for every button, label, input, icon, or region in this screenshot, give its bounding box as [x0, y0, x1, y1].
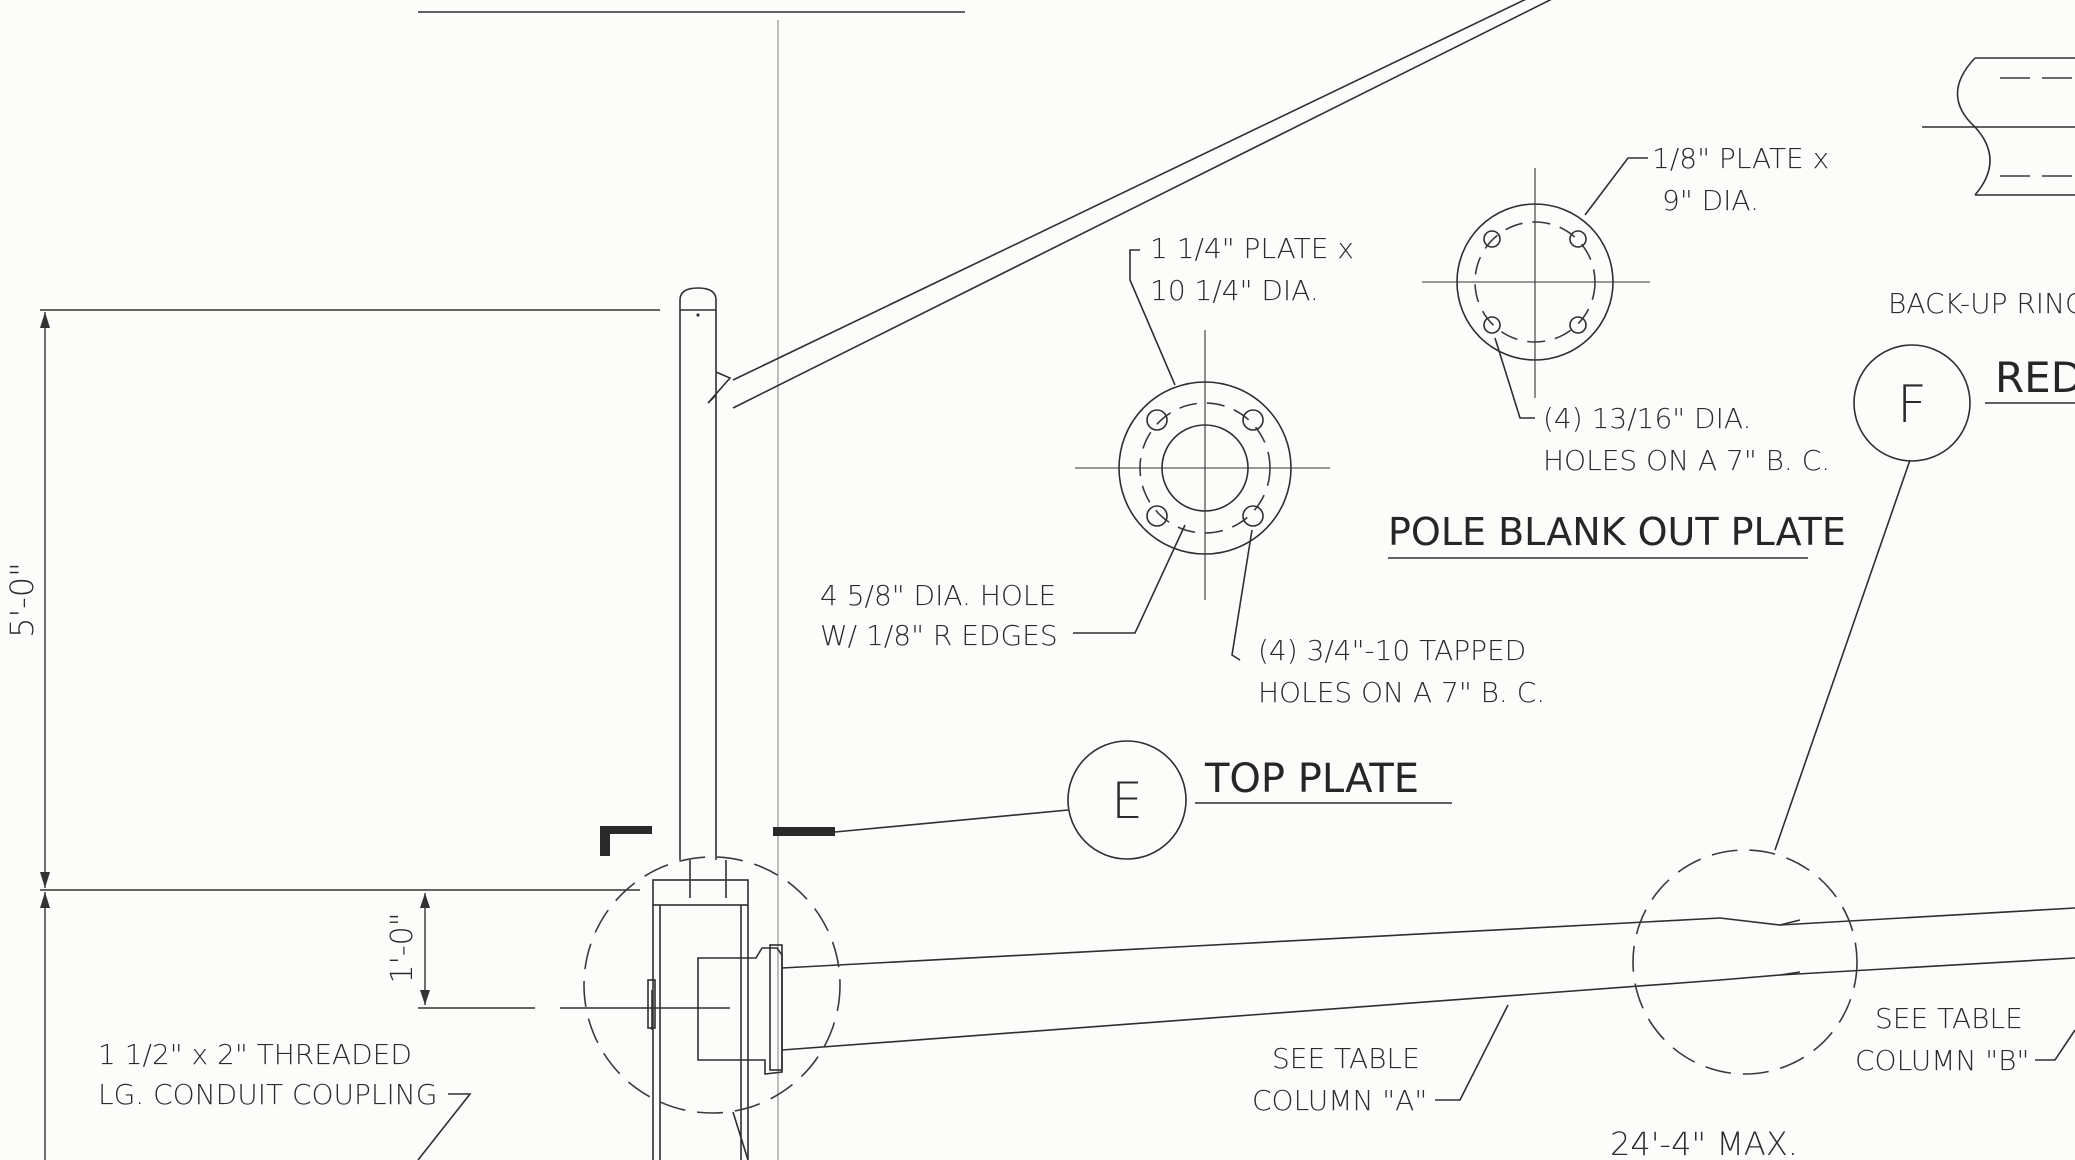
table-a-note-1: SEE TABLE — [1272, 1042, 1420, 1075]
callout-letter-e: E — [1111, 772, 1143, 830]
tapped-note-1: (4) 3/4"-10 TAPPED — [1258, 634, 1526, 667]
conduit-note-2: LG. CONDUIT COUPLING — [98, 1078, 437, 1111]
pole — [560, 287, 749, 1160]
upper-brace — [707, 0, 1552, 409]
blank-plate-note-1: 1/8" PLATE x — [1652, 142, 1829, 175]
hole-note-1: 4 5/8" DIA. HOLE — [820, 579, 1056, 612]
leader-conduit — [417, 1093, 472, 1160]
tapped-note-2: HOLES ON A 7" B. C. — [1258, 676, 1545, 709]
callout-circle-f — [1853, 344, 1971, 462]
leader-blank-holes — [1494, 337, 1535, 419]
top-plate-view — [1075, 330, 1330, 600]
height-total-dim: 5'-0" — [3, 562, 41, 638]
conduit-note-1: 1 1/2" x 2" THREADED — [98, 1038, 412, 1071]
section-mark-left — [600, 826, 652, 856]
leader-coupling — [732, 1111, 749, 1160]
pipe-detail — [1922, 57, 2075, 196]
blank-plate-title: POLE BLANK OUT PLATE — [1388, 510, 1846, 554]
section-mark-right — [773, 827, 835, 836]
top-plate-title: TOP PLATE — [1204, 756, 1419, 802]
hole-note-2: W/ 1/8" R EDGES — [820, 619, 1058, 652]
detail-circle-f — [1632, 849, 1858, 1075]
arm-length-dim: 24'-4" MAX. — [1610, 1125, 1798, 1160]
dimension-1ft — [418, 893, 535, 1009]
leader-plate-note — [1129, 249, 1176, 386]
leader-blank-plate — [1584, 157, 1648, 216]
leader-table-a — [1435, 1004, 1509, 1101]
top-plate-note-2: 10 1/4" DIA. — [1150, 274, 1319, 307]
callout-leader-f — [1774, 459, 1911, 851]
leader-table-b — [2035, 1029, 2075, 1061]
table-b-note-2: COLUMN "B" — [1855, 1044, 2029, 1077]
mast-arm — [697, 907, 2075, 1075]
table-b-note-1: SEE TABLE — [1875, 1002, 2023, 1035]
blank-out-plate-view — [1422, 168, 1650, 398]
blank-plate-note-2: 9" DIA. — [1662, 184, 1759, 217]
leader-hole-note — [1073, 524, 1186, 634]
backup-ring-label: BACK-UP RING — [1888, 287, 2075, 320]
callout-letter-f: F — [1897, 375, 1927, 435]
callout-circle-e — [1067, 740, 1187, 860]
dimension-5ft — [40, 309, 660, 1160]
detail-f-title: RED — [1995, 353, 2075, 402]
blank-holes-note-1: (4) 13/16" DIA. — [1543, 402, 1751, 435]
height-lower-dim: 1'-0" — [385, 912, 420, 983]
top-plate-note-1: 1 1/4" PLATE x — [1150, 232, 1354, 265]
callout-leader-e — [834, 809, 1069, 833]
table-a-note-2: COLUMN "A" — [1252, 1084, 1427, 1117]
leader-tapped-note — [1231, 529, 1253, 661]
blank-holes-note-2: HOLES ON A 7" B. C. — [1543, 444, 1830, 477]
detail-circle-e — [583, 856, 841, 1114]
